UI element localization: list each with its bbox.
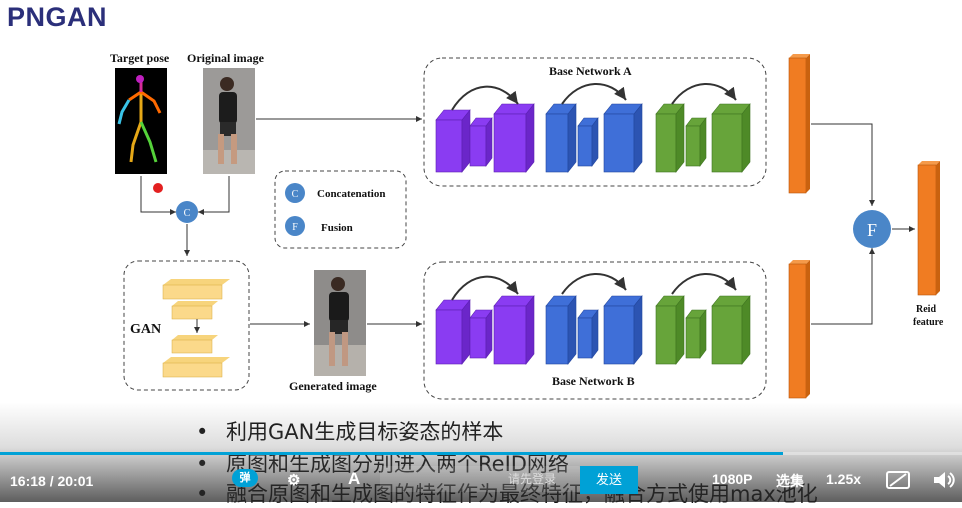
quality-button[interactable]: 1080P [712, 471, 753, 487]
danmaku-toggle[interactable]: 弹 [232, 469, 258, 487]
episodes-button[interactable]: 选集 [776, 473, 804, 489]
fusion-node-label: F [867, 220, 877, 240]
feature-vector-b [788, 260, 810, 399]
base-network-b-label: Base Network B [552, 374, 635, 388]
gan-block: GAN [123, 260, 250, 391]
target-pose-label: Target pose [110, 51, 170, 65]
volume-icon[interactable] [932, 470, 956, 490]
pngan-diagram: Target pose Original image C [110, 51, 944, 400]
cursor-dot [153, 183, 163, 193]
base-network-b: Base Network B [423, 261, 767, 400]
target-pose-image [115, 68, 167, 174]
legend-concat-text: Concatenation [317, 188, 385, 200]
original-image [203, 68, 255, 174]
reid-feature-label-2: feature [913, 317, 944, 328]
generated-image [314, 270, 366, 376]
speed-button[interactable]: 1.25x [826, 471, 862, 487]
generated-image-label: Generated image [289, 379, 377, 393]
danmaku-input[interactable]: 请先登录 [380, 466, 580, 492]
reid-feature-vector [917, 161, 940, 296]
legend-fusion-symbol: F [292, 222, 298, 233]
subtitle-icon[interactable] [886, 470, 910, 490]
base-network-a: Base Network A [423, 57, 767, 187]
time-display: 16:18 / 20:01 [10, 473, 93, 489]
send-button[interactable]: 发送 [580, 466, 638, 494]
fusion-node [853, 210, 891, 248]
concat-node [176, 201, 198, 223]
concat-node-label: C [184, 208, 191, 219]
bullet-item: •利用GAN生成目标姿态的样本 [196, 420, 504, 444]
legend-fusion-text: Fusion [321, 222, 353, 234]
progress-bar-fill [0, 452, 784, 455]
danmaku-settings-icon[interactable]: ⚙ [287, 472, 301, 489]
legend: C Concatenation F Fusion [274, 170, 407, 249]
time-separator: / [49, 473, 54, 489]
reid-feature-label-1: Reid [916, 304, 936, 315]
total-time: 20:01 [57, 473, 94, 489]
gan-label: GAN [130, 322, 161, 337]
original-image-label: Original image [187, 51, 265, 65]
danmaku-style-icon[interactable]: A [348, 469, 361, 488]
player-controls: 16:18 / 20:01 弹 ⚙ A 请先登录 发送 1080P 选集 1.2… [0, 462, 962, 502]
current-time: 16:18 [10, 473, 46, 489]
progress-bar[interactable] [0, 452, 962, 455]
legend-concat-symbol: C [292, 189, 299, 200]
base-network-a-label: Base Network A [549, 64, 632, 78]
feature-vector-a [788, 54, 810, 194]
slide-title: PNGAN [7, 2, 108, 32]
